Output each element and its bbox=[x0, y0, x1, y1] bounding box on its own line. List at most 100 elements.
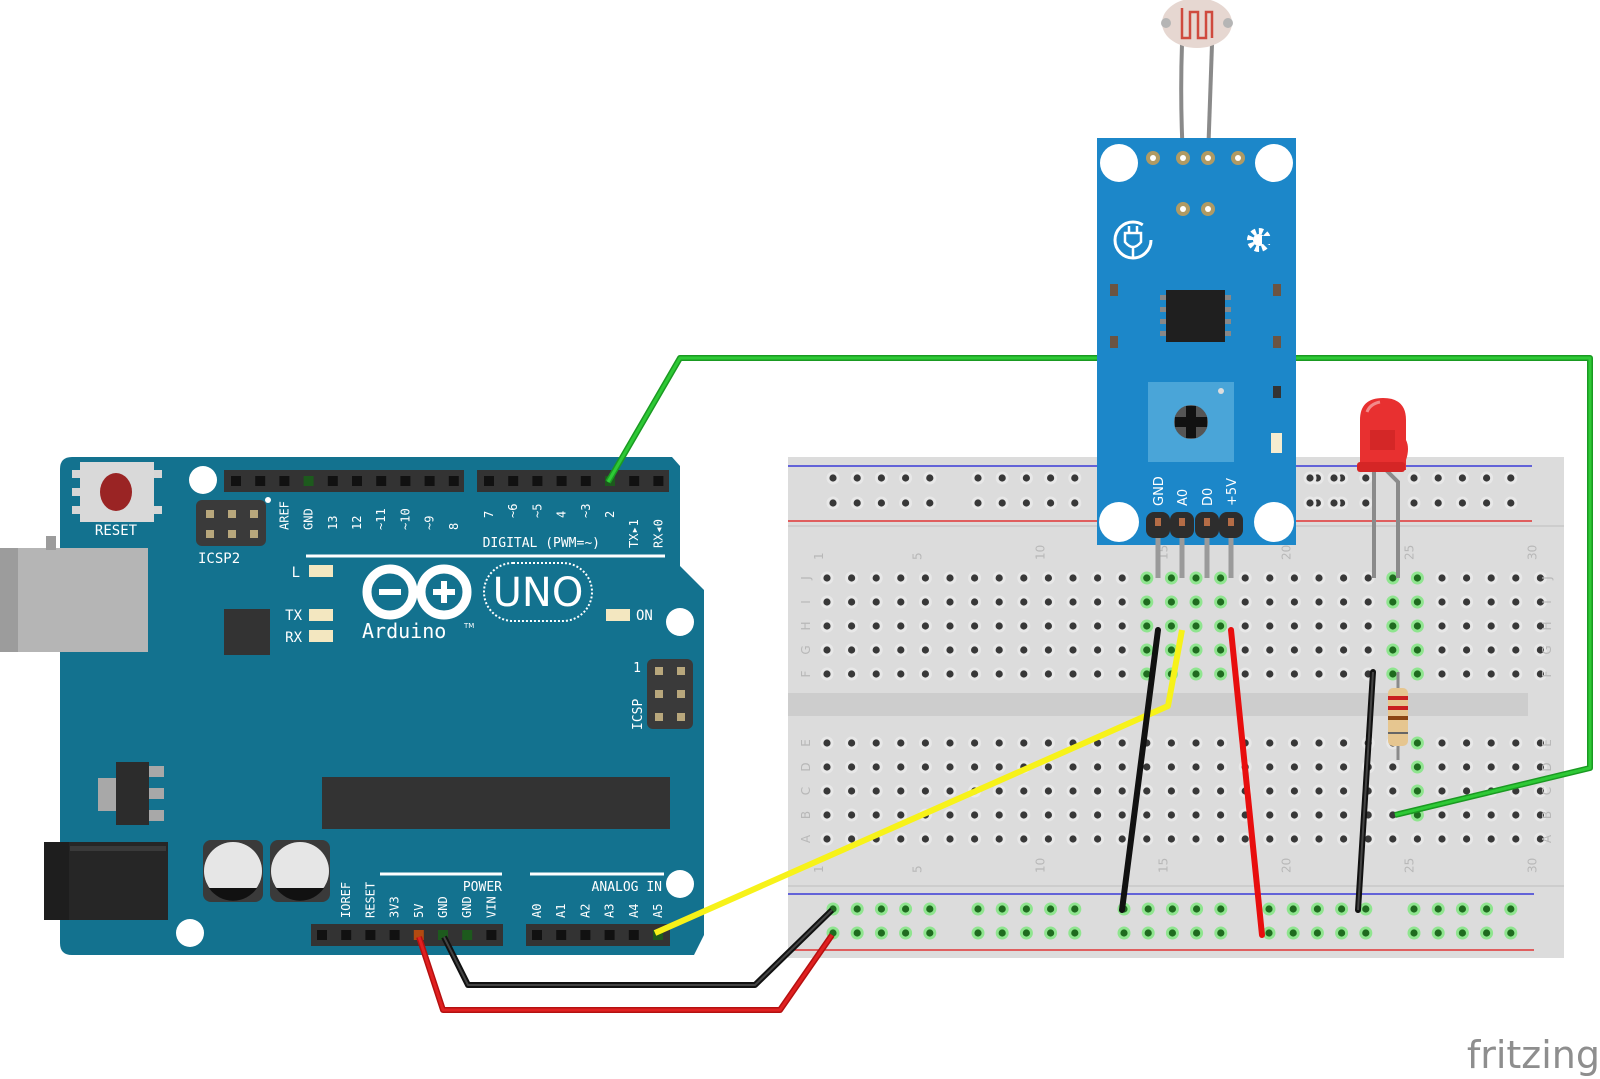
header-pin[interactable] bbox=[341, 930, 352, 940]
analog-pin-label: A0 bbox=[530, 904, 544, 918]
hole-C13-center bbox=[1118, 787, 1126, 795]
rail-hole-bottom-center bbox=[1022, 929, 1030, 937]
fritzing-watermark: fritzing bbox=[1467, 1033, 1600, 1077]
hole-E6-center bbox=[946, 739, 954, 747]
header-pin[interactable] bbox=[653, 476, 664, 486]
hole-A4-center bbox=[897, 835, 905, 843]
power-pin-label: GND bbox=[460, 896, 474, 918]
header-pin[interactable] bbox=[462, 930, 473, 940]
hole-E29-center bbox=[1512, 739, 1520, 747]
header-pin[interactable] bbox=[365, 930, 376, 940]
rail-hole-bottom-center bbox=[1144, 905, 1152, 913]
hole-D27-center bbox=[1463, 763, 1471, 771]
header-pin[interactable] bbox=[556, 930, 567, 940]
header-pin[interactable] bbox=[413, 930, 424, 940]
column-number-top: 20 bbox=[1279, 545, 1293, 560]
hole-J25-center bbox=[1413, 574, 1421, 582]
smd-components bbox=[1110, 284, 1282, 453]
hole-H21-center bbox=[1315, 622, 1323, 630]
rail-hole-bottom-center bbox=[1338, 905, 1346, 913]
hole-H12-center bbox=[1094, 622, 1102, 630]
rail-hole-bottom-center bbox=[998, 905, 1006, 913]
header-pin[interactable] bbox=[580, 930, 591, 940]
header-pin[interactable] bbox=[389, 930, 400, 940]
hole-A26-center bbox=[1438, 835, 1446, 843]
rail-hole-bottom-center bbox=[998, 929, 1006, 937]
rail-hole-bottom-center bbox=[1483, 929, 1491, 937]
rail-hole-top-center bbox=[1483, 499, 1491, 507]
header-pin[interactable] bbox=[653, 930, 663, 940]
hole-C15-center bbox=[1167, 787, 1175, 795]
header-pin[interactable] bbox=[279, 476, 290, 486]
wire-black-sensor-gnd[interactable] bbox=[1119, 627, 1161, 913]
rail-hole-bottom-center bbox=[1458, 929, 1466, 937]
hole-I17-center bbox=[1217, 598, 1225, 606]
header-pin[interactable] bbox=[532, 476, 543, 486]
hole-D26-center bbox=[1438, 763, 1446, 771]
usb-connector[interactable] bbox=[0, 548, 148, 652]
comparator-ic bbox=[1160, 290, 1231, 342]
hole-G14-center bbox=[1143, 646, 1151, 654]
header-pin[interactable] bbox=[424, 476, 435, 486]
header-pin[interactable] bbox=[317, 930, 327, 940]
dc-power-jack[interactable] bbox=[44, 842, 168, 920]
rail-hole-top-center bbox=[1306, 474, 1314, 482]
header-pin[interactable] bbox=[438, 930, 448, 940]
header-pin[interactable] bbox=[604, 930, 615, 940]
hole-D12-center bbox=[1094, 763, 1102, 771]
header-pin[interactable] bbox=[352, 476, 362, 486]
header-pin[interactable] bbox=[580, 476, 591, 486]
header-pin[interactable] bbox=[255, 476, 266, 486]
hole-H11-center bbox=[1069, 622, 1077, 630]
hole-F3-center bbox=[872, 670, 880, 678]
potentiometer[interactable] bbox=[1148, 382, 1234, 462]
header-pin[interactable] bbox=[376, 476, 387, 486]
reset-button[interactable] bbox=[72, 462, 162, 522]
rail-hole-bottom-center bbox=[877, 929, 886, 937]
wire-red-sensor-5v[interactable] bbox=[1228, 627, 1265, 938]
capacitor bbox=[270, 840, 330, 902]
rail-hole-bottom-center bbox=[926, 929, 934, 937]
header-pin[interactable] bbox=[629, 476, 640, 486]
header-pin[interactable] bbox=[486, 930, 497, 940]
hole-J15-center bbox=[1167, 574, 1175, 582]
digital-label: DIGITAL (PWM=~) bbox=[483, 536, 600, 551]
header-pin[interactable] bbox=[327, 476, 338, 486]
arduino-logo bbox=[362, 562, 593, 622]
hole-H22-center bbox=[1340, 622, 1348, 630]
header-pin[interactable] bbox=[484, 476, 494, 486]
hole-H19-center bbox=[1266, 622, 1274, 630]
header-pin[interactable] bbox=[532, 930, 542, 940]
hole-H1-center bbox=[823, 622, 831, 630]
led-tx-label: TX bbox=[285, 608, 302, 624]
hole-F16-center bbox=[1192, 670, 1200, 678]
wires bbox=[605, 355, 1593, 818]
header-pin[interactable] bbox=[303, 476, 314, 486]
rail-hole-bottom-center bbox=[1362, 905, 1370, 913]
hole-J23-center bbox=[1364, 574, 1372, 582]
hole-I26-center bbox=[1438, 598, 1446, 606]
hole-I12-center bbox=[1094, 598, 1102, 606]
hole-C19-center bbox=[1266, 787, 1274, 795]
hole-E13-center bbox=[1118, 739, 1126, 747]
rail-hole-bottom-center bbox=[1265, 905, 1273, 913]
hole-A9-center bbox=[1020, 835, 1028, 843]
header-pin[interactable] bbox=[556, 476, 567, 486]
hole-I14-center bbox=[1143, 598, 1151, 606]
usb-chip bbox=[224, 609, 270, 655]
header-pin[interactable] bbox=[448, 476, 459, 486]
hole-E28-center bbox=[1487, 739, 1495, 747]
hole-A29-center bbox=[1512, 835, 1520, 843]
wire-yellow[interactable] bbox=[653, 629, 1185, 936]
header-pin[interactable] bbox=[231, 476, 241, 486]
rail-hole-bottom-center bbox=[1217, 905, 1225, 913]
header-pin[interactable] bbox=[508, 476, 519, 486]
hole-A22-center bbox=[1340, 835, 1348, 843]
header-pin[interactable] bbox=[628, 930, 639, 940]
hole-H27-center bbox=[1463, 622, 1471, 630]
digital-pin-label: ~11 bbox=[374, 508, 388, 530]
header-pin[interactable] bbox=[400, 476, 411, 486]
hole-C10-center bbox=[1044, 787, 1052, 795]
power-pin-label: IOREF bbox=[339, 882, 353, 918]
hole-F5-center bbox=[921, 670, 930, 678]
